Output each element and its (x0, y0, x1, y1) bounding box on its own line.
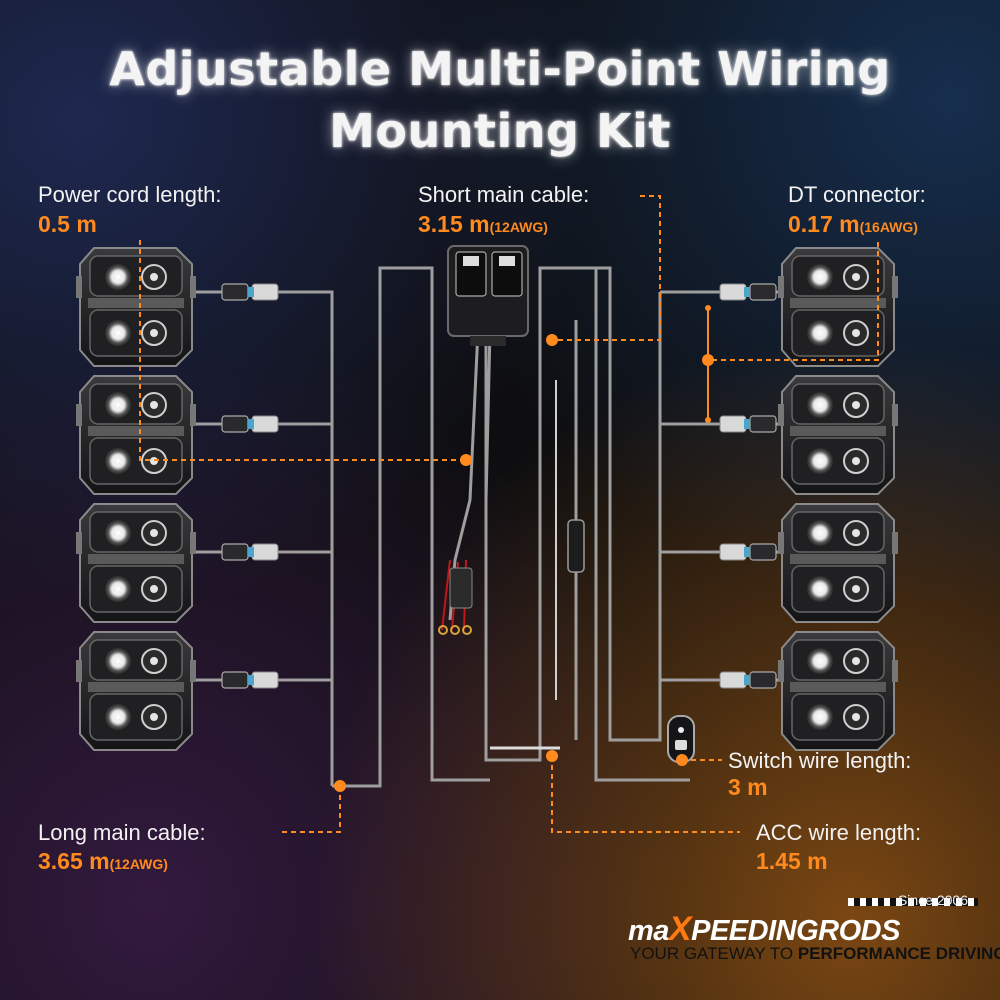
dt-connector-icon (719, 283, 777, 301)
dt-connector-icon (719, 543, 777, 561)
long-main-cable-label: Long main cable: (38, 820, 206, 845)
led-pod-light-icon (75, 247, 197, 367)
led-pod-light-icon (75, 631, 197, 751)
relay-icon (447, 245, 529, 346)
dt-connector-icon (719, 671, 777, 689)
checkered-flag-icon (848, 898, 978, 906)
led-pod-light-icon (777, 247, 899, 367)
led-pod-light-icon (75, 375, 197, 495)
fuse-icon (438, 559, 473, 635)
page-title-line2: Mounting Kit (329, 104, 671, 158)
short-main-cable-label: Short main cable: (418, 182, 590, 207)
led-pod-light-icon (75, 503, 197, 623)
long-main-cable-value: 3.65 m(12AWG) (38, 848, 168, 874)
switch-wire-value: 3 m (728, 774, 768, 800)
dt-connector-label: DT connector: (788, 182, 926, 207)
callout-lines (139, 195, 879, 833)
brand-name: maXPEEDINGRODS (628, 910, 900, 948)
dt-connector-icon (719, 415, 777, 433)
led-pod-light-icon (777, 631, 899, 751)
dt-connector-value: 0.17 m(16AWG) (788, 211, 918, 237)
led-pod-light-icon (777, 503, 899, 623)
inline-connector-icon (567, 519, 585, 573)
dt-connector-icon (221, 671, 279, 689)
acc-wire-value: 1.45 m (756, 848, 828, 874)
callout-dots (334, 305, 714, 792)
dt-connector-icon (221, 283, 279, 301)
short-main-cable-value: 3.15 m(12AWG) (418, 211, 548, 237)
brand-logo: Since 2006 maXPEEDINGRODS YOUR GATEWAY T… (628, 892, 1000, 972)
power-cord-label: Power cord length: (38, 182, 222, 207)
rocker-switch-icon (667, 715, 695, 763)
brand-tagline: YOUR GATEWAY TO PERFORMANCE DRIVING (630, 944, 1000, 963)
led-pod-light-icon (777, 375, 899, 495)
page-title-line1: Adjustable Multi-Point Wiring (109, 42, 891, 96)
power-cord-value: 0.5 m (38, 211, 97, 237)
since-text: Since 2006 (897, 892, 968, 908)
switch-wire-label: Switch wire length: (728, 748, 912, 773)
dt-connector-icon (221, 543, 279, 561)
dt-connector-icon (221, 415, 279, 433)
acc-wire-label: ACC wire length: (756, 820, 922, 845)
